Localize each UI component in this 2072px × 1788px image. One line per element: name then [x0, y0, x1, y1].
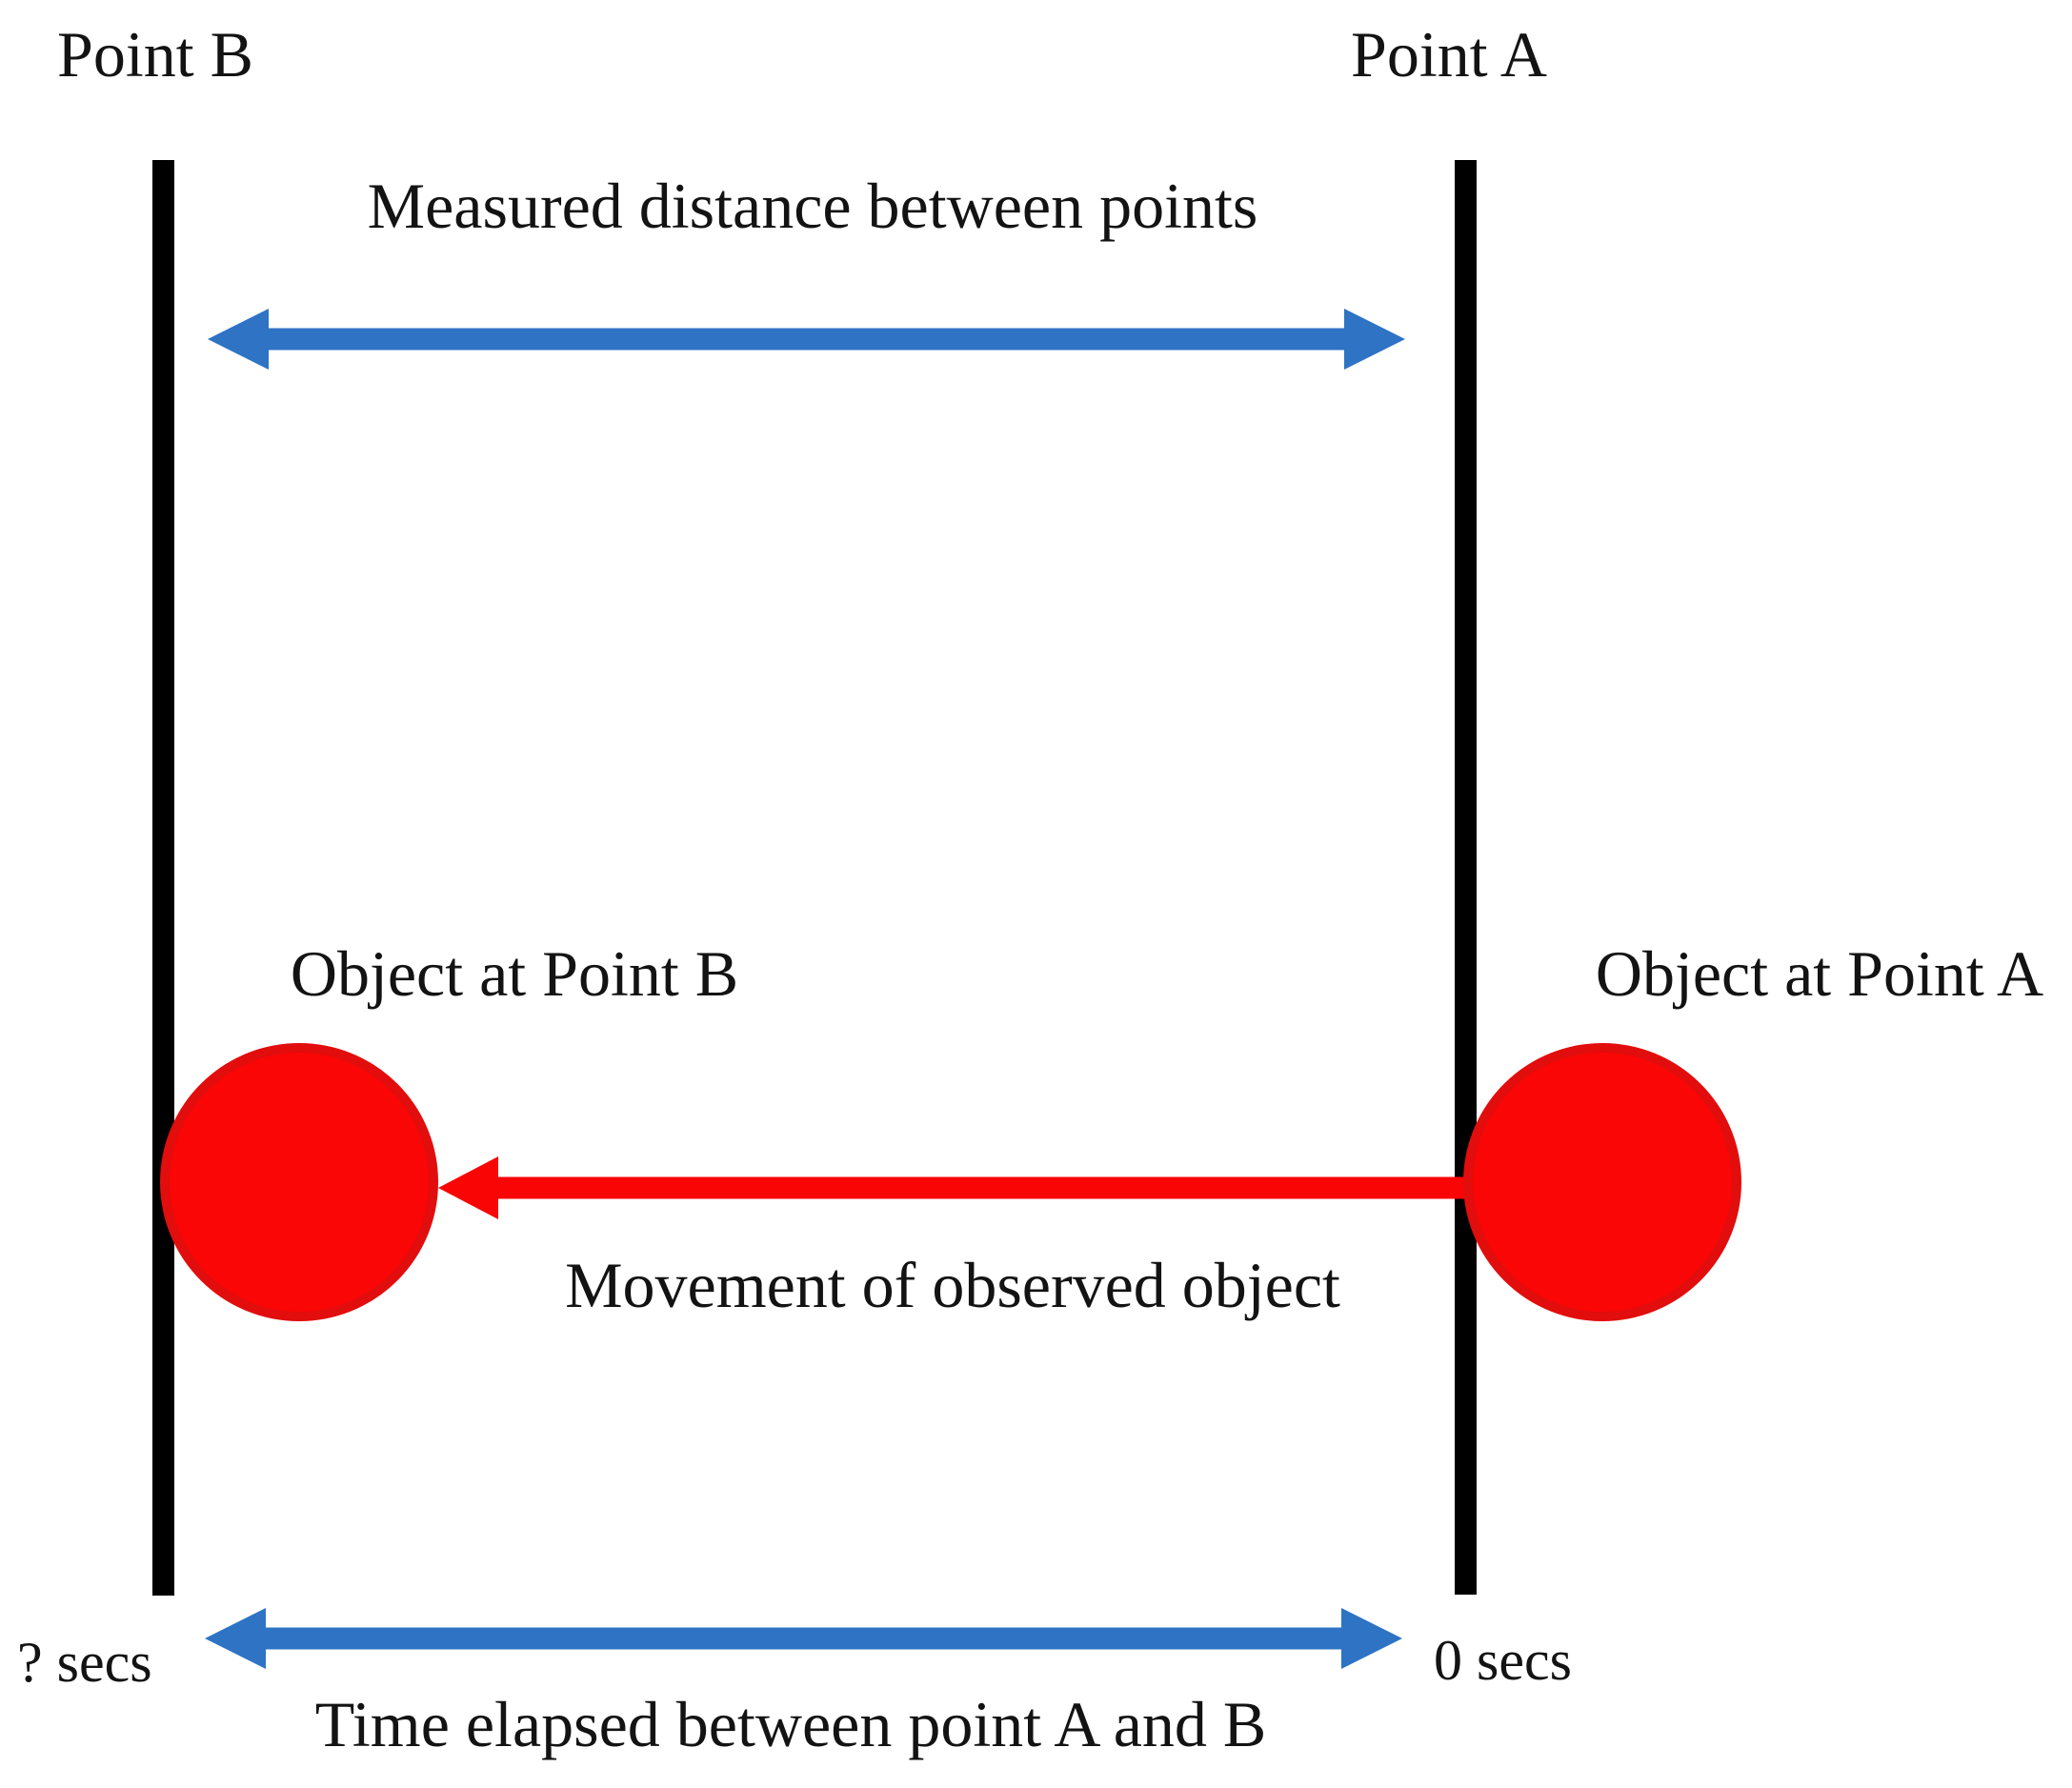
measured-distance-label: Measured distance between points	[367, 170, 1258, 242]
object-at-point-b-label: Object at Point B	[290, 937, 739, 1010]
time-elapsed-arrow	[205, 1608, 1402, 1669]
object-at-point-a-label: Object at Point A	[1595, 937, 2044, 1010]
movement-arrow	[438, 1156, 1464, 1219]
point-b-label: Point B	[57, 18, 253, 90]
object-a-circle	[1463, 1043, 1741, 1321]
object-b-circle	[160, 1043, 438, 1321]
point-a-line	[1455, 160, 1477, 1595]
time-at-point-a-value: 0 secs	[1434, 1629, 1572, 1692]
time-at-point-b-value: ? secs	[17, 1631, 152, 1694]
point-b-line	[152, 160, 174, 1596]
point-a-label: Point A	[1351, 18, 1547, 90]
movement-label: Movement of observed object	[565, 1249, 1340, 1321]
time-elapsed-label: Time elapsed between point A and B	[314, 1688, 1267, 1760]
measured-distance-arrow	[208, 309, 1405, 370]
